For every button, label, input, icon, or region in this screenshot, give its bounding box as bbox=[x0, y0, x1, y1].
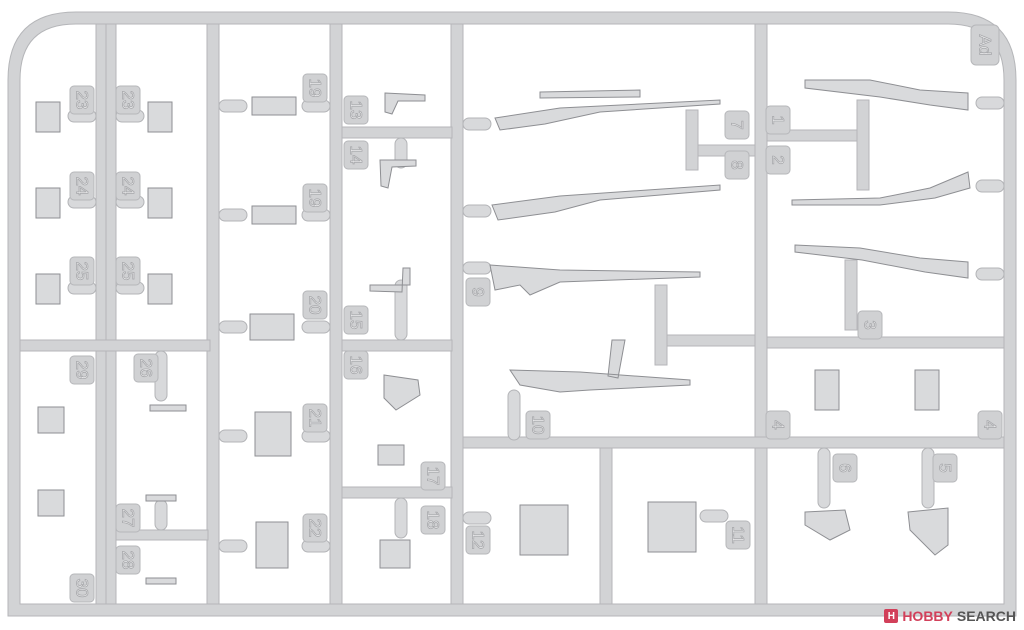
part-label: 19 bbox=[306, 79, 325, 98]
part-label: 11 bbox=[729, 526, 748, 544]
part-28 bbox=[145, 577, 177, 585]
gates bbox=[67, 96, 1005, 553]
part-6-holster bbox=[804, 509, 851, 541]
part-4b bbox=[914, 369, 940, 411]
part-label: 22 bbox=[306, 519, 325, 538]
part-label: 6 bbox=[836, 463, 855, 472]
part-label: 7 bbox=[728, 120, 747, 129]
watermark-brand-b: SEARCH bbox=[956, 608, 1016, 624]
part-23a bbox=[35, 101, 61, 133]
part-label: 8 bbox=[728, 160, 747, 169]
part-2-smg bbox=[791, 171, 971, 206]
part-label: 15 bbox=[347, 311, 366, 330]
part-25a bbox=[35, 273, 61, 305]
part-label: 9 bbox=[469, 287, 488, 296]
parts bbox=[35, 79, 971, 585]
part-21 bbox=[254, 411, 292, 457]
sprue-code-label: Ad bbox=[976, 35, 995, 56]
part-label: 28 bbox=[119, 551, 138, 570]
part-26 bbox=[149, 404, 187, 412]
watermark-brand-a: HOBBY bbox=[902, 608, 953, 624]
part-10-mg bbox=[509, 339, 691, 393]
part-label: 30 bbox=[73, 579, 92, 598]
part-4a bbox=[814, 369, 840, 411]
part-label: 4 bbox=[769, 420, 788, 429]
part-17 bbox=[377, 444, 405, 466]
part-3-smg bbox=[794, 244, 969, 279]
sprue-frame bbox=[7, 11, 1017, 617]
part-label: 18 bbox=[424, 511, 443, 530]
part-25b bbox=[147, 273, 173, 305]
part-label: 16 bbox=[347, 356, 366, 375]
part-23b bbox=[147, 101, 173, 133]
part-29 bbox=[37, 406, 65, 434]
part-8-rifle bbox=[491, 184, 721, 221]
part-label: 24 bbox=[119, 177, 138, 196]
hobby-search-logo-icon: H bbox=[884, 609, 899, 623]
vertical-runners bbox=[95, 23, 768, 605]
part-24b bbox=[147, 187, 173, 219]
part-15-pistol bbox=[369, 267, 411, 293]
part-label: 23 bbox=[119, 91, 138, 110]
part-30 bbox=[37, 489, 65, 517]
part-label: 12 bbox=[469, 531, 488, 550]
part-1-smg bbox=[804, 79, 969, 111]
part-label: 14 bbox=[347, 146, 366, 165]
part-label: 5 bbox=[936, 463, 955, 472]
part-19a bbox=[251, 96, 297, 116]
part-18 bbox=[379, 539, 411, 569]
part-16-holster bbox=[383, 374, 421, 411]
watermark: H HOBBY SEARCH bbox=[884, 608, 1016, 624]
part-label: 1 bbox=[769, 115, 788, 124]
part-27 bbox=[145, 494, 177, 502]
part-label: 21 bbox=[306, 409, 325, 428]
part-11-pouch bbox=[647, 501, 697, 553]
part-12-pouch bbox=[519, 504, 569, 556]
part-14-pistol bbox=[379, 159, 417, 189]
part-label: 25 bbox=[119, 262, 138, 281]
part-20 bbox=[249, 313, 295, 341]
part-label: 25 bbox=[73, 262, 92, 281]
part-label: 26 bbox=[137, 359, 156, 378]
part-5-holster bbox=[907, 507, 949, 556]
part-number-tags: 23 23 24 24 25 25 19 19 20 21 22 13 14 1… bbox=[69, 24, 1003, 603]
part-label: 17 bbox=[424, 467, 443, 486]
part-13-pistol bbox=[384, 92, 426, 115]
part-24a bbox=[35, 187, 61, 219]
part-label: 2 bbox=[769, 155, 788, 164]
part-label: 3 bbox=[861, 320, 880, 329]
horizontal-runners bbox=[19, 99, 1005, 541]
part-label: 19 bbox=[306, 189, 325, 208]
part-label: 4 bbox=[981, 420, 1000, 429]
part-label: 27 bbox=[119, 509, 138, 528]
part-7-scoped-rifle bbox=[494, 89, 721, 131]
part-label: 13 bbox=[347, 101, 366, 120]
part-label: 24 bbox=[73, 177, 92, 196]
part-label: 29 bbox=[73, 361, 92, 380]
part-19b bbox=[251, 205, 297, 225]
part-label: 20 bbox=[306, 296, 325, 315]
part-9-mg bbox=[489, 264, 701, 296]
part-label: 10 bbox=[529, 416, 548, 435]
part-22 bbox=[255, 521, 289, 569]
part-label: 23 bbox=[73, 91, 92, 110]
